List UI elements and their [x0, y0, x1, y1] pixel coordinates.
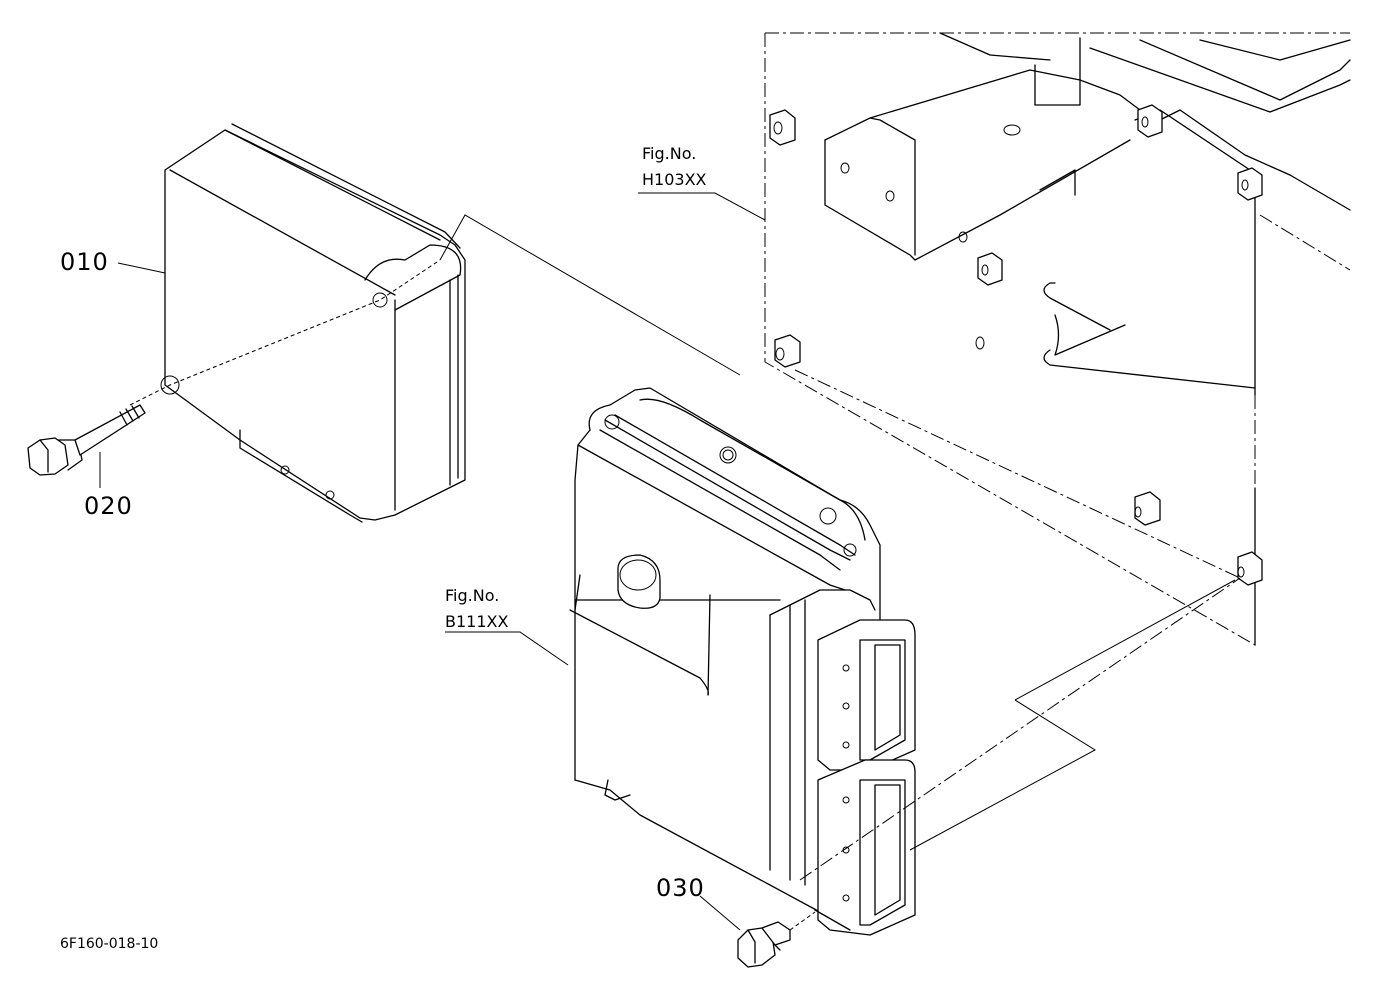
weld-nut-3: [1237, 167, 1263, 201]
weld-nut-4: [977, 252, 1003, 286]
callout-030: 030: [656, 874, 705, 902]
leader-b111: [445, 631, 569, 666]
weld-nut-7: [1237, 551, 1263, 586]
callout-010: 010: [60, 248, 109, 276]
weld-nut-6: [1134, 491, 1161, 526]
leader-010: [117, 262, 166, 274]
fig-ref-b-label: Fig.No.: [445, 586, 499, 605]
fig-ref-h-label: Fig.No.: [642, 144, 696, 163]
bolt-part-030: [737, 911, 816, 968]
ecu-module: [569, 369, 1241, 936]
leader-h103: [638, 192, 766, 221]
leader-030: [699, 895, 741, 931]
mounting-plate: [764, 32, 1351, 646]
cover-part-010: [129, 123, 741, 523]
drawing-code: 6F160-018-10: [60, 936, 158, 952]
weld-nut-5: [774, 334, 801, 368]
fig-ref-h-code: H103XX: [642, 170, 707, 189]
callout-020: 020: [84, 492, 133, 520]
fig-ref-b-code: B111XX: [445, 612, 508, 631]
bolt-part-020: [27, 404, 146, 476]
weld-nut-2: [1137, 104, 1163, 138]
weld-nut-1: [769, 109, 796, 146]
